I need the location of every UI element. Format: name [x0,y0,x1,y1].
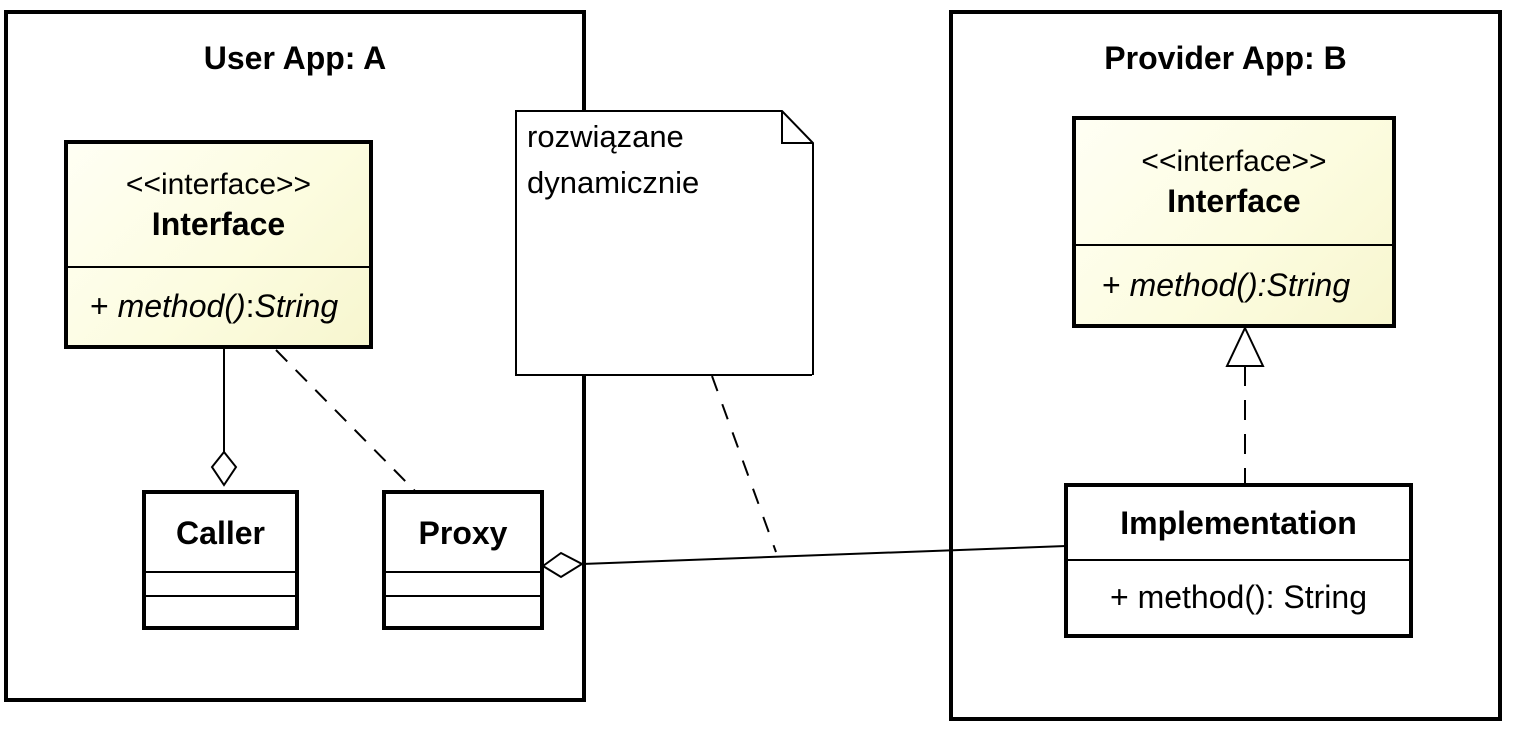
caller-class[interactable]: Caller [142,490,299,630]
user-interface-operation: + method(): String [68,268,369,345]
proxy-class[interactable]: Proxy [382,490,544,630]
divider [146,595,295,597]
op-sep: : [245,288,255,324]
op-return-type: String [1266,266,1351,303]
note-anchor-line[interactable] [711,375,777,553]
op-name: method() [1129,266,1258,303]
divider [68,266,369,268]
op-name: method() [117,288,246,324]
caller-name: Caller [176,514,265,551]
divider [146,571,295,573]
note[interactable]: rozwiązane dynamicznie [515,110,814,376]
op-return-type: String [254,288,339,324]
divider [1068,559,1409,561]
divider [1076,244,1392,246]
user-interface-header: <<interface>> Interface [68,144,369,266]
caller-attributes [146,573,295,595]
note-line-1: rozwiązane [527,119,684,154]
user-interface-class[interactable]: <<interface>> Interface + method(): Stri… [64,140,373,349]
provider-interface-header: <<interface>> Interface [1076,120,1392,244]
implementation-class[interactable]: Implementation + method(): String [1064,483,1413,638]
op-visibility: + [90,288,109,324]
provider-interface-class[interactable]: <<interface>> Interface + method(): Stri… [1072,116,1396,328]
divider [386,571,540,573]
provider-interface-stereotype: <<interface>> [1141,145,1327,178]
provider-app-frame: Provider App: B [949,10,1502,721]
provider-interface-operation: + method(): String [1076,246,1392,324]
note-line-2: dynamicznie [527,165,700,200]
proxy-attributes [386,573,540,595]
user-interface-stereotype: <<interface>> [125,168,312,201]
op-sep: : [1257,266,1267,303]
divider [386,595,540,597]
proxy-name: Proxy [418,514,508,551]
implementation-operation: + method(): String [1110,579,1367,615]
op-visibility: + [1102,266,1121,303]
provider-interface-name: Interface [1167,183,1301,219]
provider-app-title: Provider App: B [1104,40,1347,76]
user-app-title: User App: A [203,40,387,76]
implementation-name: Implementation [1120,505,1357,541]
note-border-icon [516,110,814,375]
user-interface-name: Interface [151,206,286,242]
